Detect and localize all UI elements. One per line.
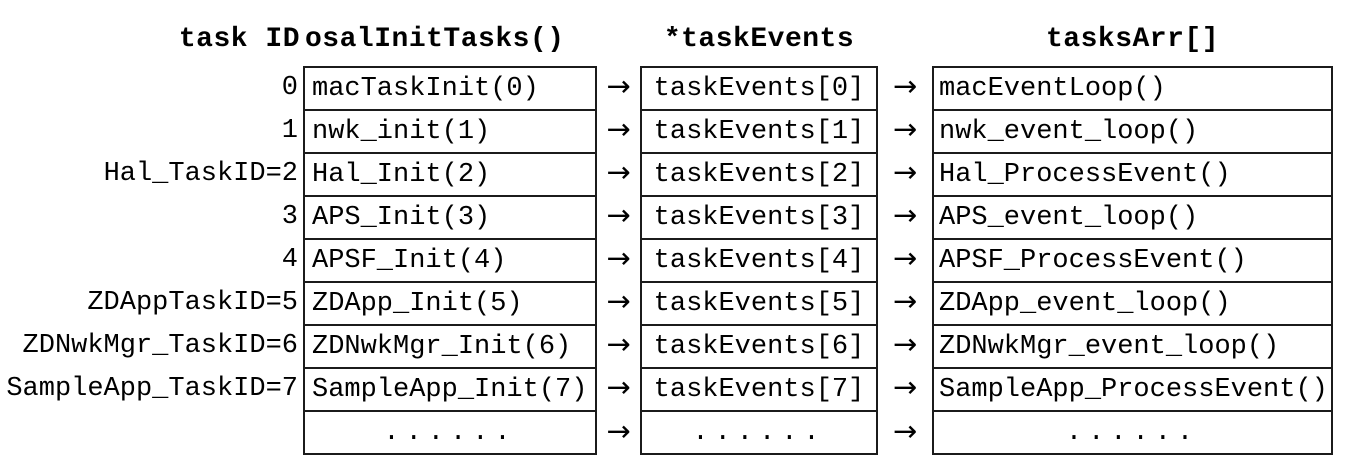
table-row: 4 APSF_Init(4) → taskEvents[4] → APSF_Pr… (0, 238, 1349, 281)
arrow-right-icon: → (892, 69, 918, 103)
arrow-right-icon: → (892, 241, 918, 275)
event-fn-cell: Hal_ProcessEvent() (932, 152, 1333, 195)
init-fn-cell: nwk_init(1) (303, 109, 597, 152)
init-fn-cell: SampleApp_Init(7) (303, 367, 597, 410)
table-row: ZDAppTaskID=5 ZDApp_Init(5) → taskEvents… (0, 281, 1349, 324)
task-id-label (0, 410, 303, 455)
header-osal-init-tasks: osalInitTasks() (305, 24, 565, 55)
init-fn-cell: ZDNwkMgr_Init(6) (303, 324, 597, 367)
task-events-cell: taskEvents[1] (640, 109, 878, 152)
event-fn-cell: ...... (932, 410, 1333, 455)
table-row: 1 nwk_init(1) → taskEvents[1] → nwk_even… (0, 109, 1349, 152)
table-row: Hal_TaskID=2 Hal_Init(2) → taskEvents[2]… (0, 152, 1349, 195)
arrow-right-icon: → (606, 284, 631, 318)
arrow-right-icon: → (606, 155, 631, 189)
task-events-cell: taskEvents[5] (640, 281, 878, 324)
arrow-right-icon: → (892, 327, 918, 361)
task-events-cell: taskEvents[4] (640, 238, 878, 281)
task-events-cell: taskEvents[0] (640, 66, 878, 109)
task-events-cell: taskEvents[6] (640, 324, 878, 367)
task-events-cell: taskEvents[3] (640, 195, 878, 238)
event-fn-cell: SampleApp_ProcessEvent() (932, 367, 1333, 410)
task-id-label: 0 (281, 72, 298, 103)
header-task-id: task ID (178, 24, 300, 55)
table-row: 3 APS_Init(3) → taskEvents[3] → APS_even… (0, 195, 1349, 238)
task-events-cell: taskEvents[7] (640, 367, 878, 410)
event-fn-cell: macEventLoop() (932, 66, 1333, 109)
task-id-label: SampleApp_TaskID=7 (6, 373, 298, 404)
arrow-right-icon: → (606, 112, 631, 146)
init-fn-cell: Hal_Init(2) (303, 152, 597, 195)
task-events-cell: taskEvents[2] (640, 152, 878, 195)
task-id-label: 4 (281, 244, 298, 275)
arrow-right-icon: → (606, 241, 631, 275)
task-id-label: ZDNwkMgr_TaskID=6 (22, 330, 298, 361)
arrow-right-icon: → (892, 198, 918, 232)
arrow-right-icon: → (892, 155, 918, 189)
table-row: SampleApp_TaskID=7 SampleApp_Init(7) → t… (0, 367, 1349, 410)
header-tasks-arr: tasksArr[] (1045, 24, 1220, 55)
arrow-right-icon: → (892, 414, 918, 448)
init-fn-cell: ZDApp_Init(5) (303, 281, 597, 324)
init-fn-cell: APSF_Init(4) (303, 238, 597, 281)
arrow-right-icon: → (606, 198, 631, 232)
arrow-right-icon: → (606, 327, 631, 361)
init-fn-cell: ...... (303, 410, 597, 455)
task-id-label: Hal_TaskID=2 (103, 158, 298, 189)
init-fn-cell: macTaskInit(0) (303, 66, 597, 109)
task-id-label: 1 (281, 115, 298, 146)
event-fn-cell: ZDApp_event_loop() (932, 281, 1333, 324)
event-fn-cell: ZDNwkMgr_event_loop() (932, 324, 1333, 367)
arrow-right-icon: → (606, 370, 631, 404)
table-row: 0 macTaskInit(0) → taskEvents[0] → macEv… (0, 66, 1349, 109)
event-fn-cell: APSF_ProcessEvent() (932, 238, 1333, 281)
table-row-ellipsis: ...... → ...... → ...... (0, 410, 1349, 455)
table-row: ZDNwkMgr_TaskID=6 ZDNwkMgr_Init(6) → tas… (0, 324, 1349, 367)
task-id-label: ZDAppTaskID=5 (87, 287, 298, 318)
header-task-events: *taskEvents (663, 24, 855, 55)
arrow-right-icon: → (892, 112, 918, 146)
arrow-right-icon: → (892, 370, 918, 404)
task-id-label: 3 (281, 201, 298, 232)
arrow-right-icon: → (606, 69, 631, 103)
init-fn-cell: APS_Init(3) (303, 195, 597, 238)
arrow-right-icon: → (892, 284, 918, 318)
event-fn-cell: nwk_event_loop() (932, 109, 1333, 152)
event-fn-cell: APS_event_loop() (932, 195, 1333, 238)
task-events-cell: ...... (640, 410, 878, 455)
arrow-right-icon: → (606, 414, 631, 448)
diagram-header-row: task ID osalInitTasks() *taskEvents task… (0, 0, 1349, 66)
